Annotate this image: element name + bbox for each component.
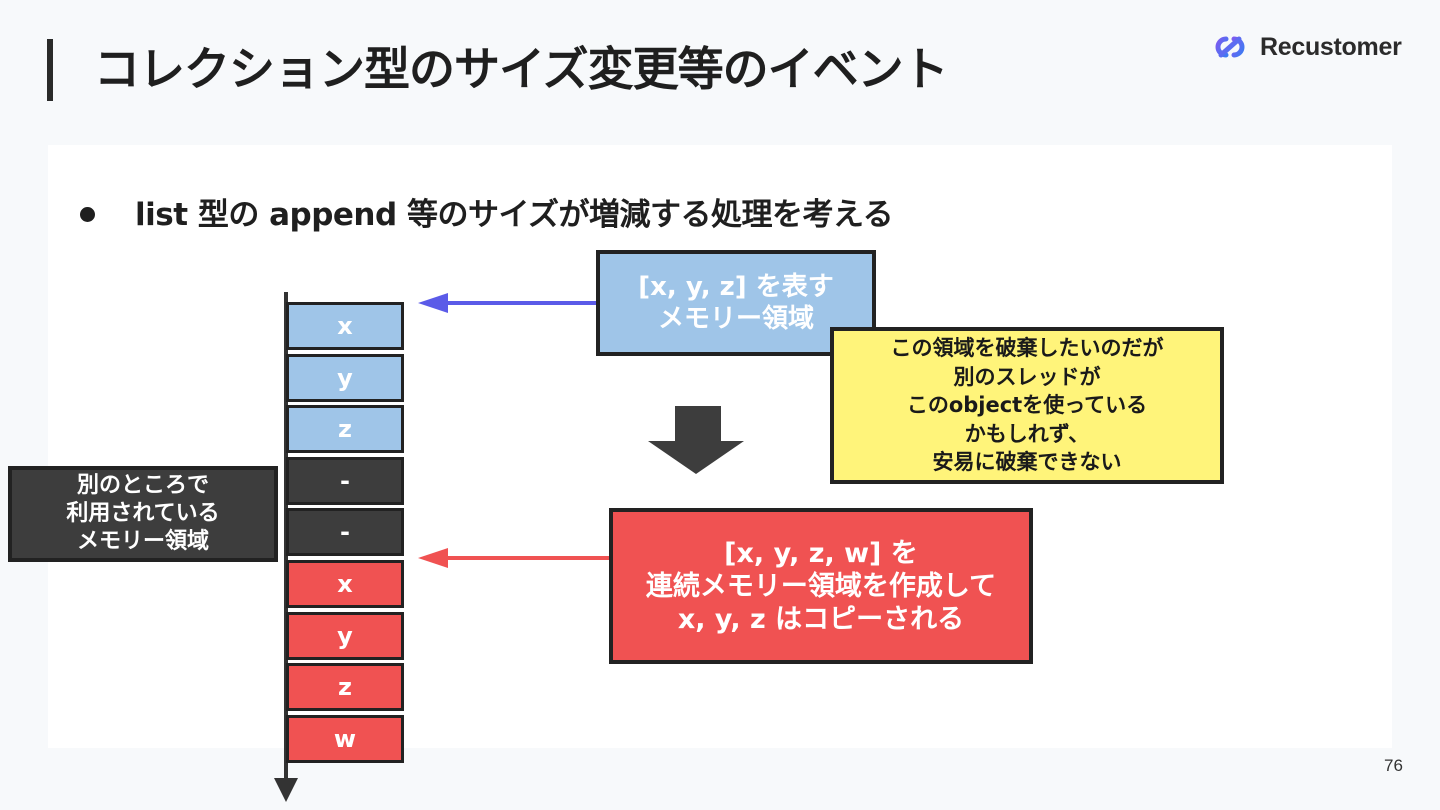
old-region-text: [x, y, z] を表す メモリー領域 bbox=[638, 272, 834, 334]
memory-cell-used: - bbox=[286, 508, 404, 556]
new-region-text: [x, y, z, w] を 連続メモリー領域を作成して x, y, z はコピ… bbox=[645, 537, 997, 635]
warning-callout: この領域を破棄したいのだが 別のスレッドが このobjectを使っている かもし… bbox=[830, 327, 1224, 484]
recustomer-logo-icon bbox=[1215, 36, 1245, 58]
memory-cell-used: - bbox=[286, 457, 404, 505]
transition-down-arrow-icon bbox=[648, 406, 744, 474]
bullet-text: list 型の append 等のサイズが増減する処理を考える bbox=[135, 197, 894, 233]
slide-title: コレクション型のサイズ変更等のイベント bbox=[94, 42, 949, 96]
page-number: 76 bbox=[1384, 756, 1403, 775]
memory-cell-old: z bbox=[286, 405, 404, 453]
new-region-callout: [x, y, z, w] を 連続メモリー領域を作成して x, y, z はコピ… bbox=[609, 508, 1033, 664]
title-accent-bar bbox=[47, 39, 53, 101]
memory-cell-old: x bbox=[286, 302, 404, 350]
memory-cell-new: y bbox=[286, 612, 404, 660]
bullet-point bbox=[80, 207, 95, 222]
used-elsewhere-callout: 別のところで 利用されている メモリー領域 bbox=[8, 466, 278, 562]
new-region-arrowhead bbox=[418, 548, 448, 568]
memory-cell-new: z bbox=[286, 663, 404, 711]
old-region-arrowhead bbox=[418, 293, 448, 313]
warning-text: この領域を破棄したいのだが 別のスレッドが このobjectを使っている かもし… bbox=[890, 336, 1164, 475]
memory-axis-arrowhead bbox=[274, 778, 298, 802]
memory-cell-old: y bbox=[286, 354, 404, 402]
old-region-callout: [x, y, z] を表す メモリー領域 bbox=[596, 250, 876, 356]
brand-logo: Recustomer bbox=[1206, 29, 1402, 65]
memory-cell-new: w bbox=[286, 715, 404, 763]
used-elsewhere-text: 別のところで 利用されている メモリー領域 bbox=[66, 473, 220, 554]
brand-name: Recustomer bbox=[1260, 32, 1402, 61]
memory-cell-new: x bbox=[286, 560, 404, 608]
